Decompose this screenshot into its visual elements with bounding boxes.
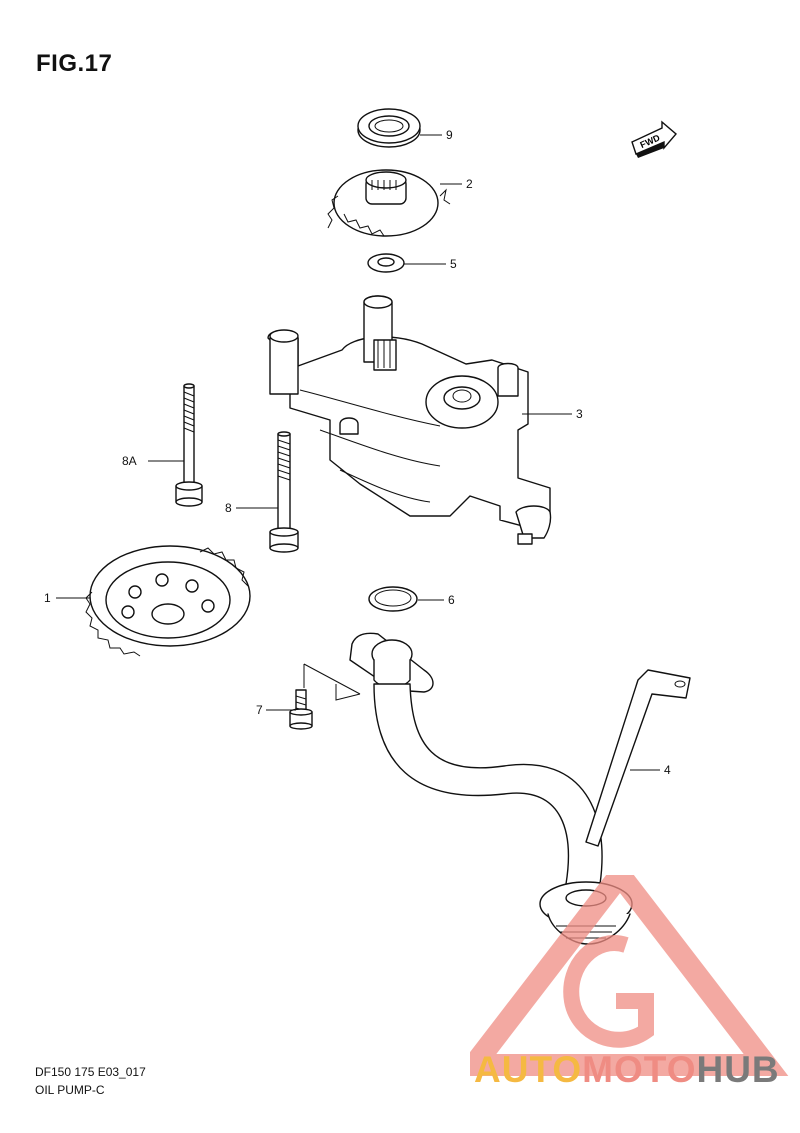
callout-9: 9 <box>446 128 453 142</box>
callout-8a: 8A <box>122 454 137 468</box>
figure-code: DF150 175 E03_017 <box>35 1065 146 1079</box>
callout-3: 3 <box>576 407 583 421</box>
figure-name: OIL PUMP-C <box>35 1083 105 1097</box>
part-2-drive-gear <box>327 169 451 237</box>
brand-part-hub: HUB <box>696 1049 780 1090</box>
callout-6: 6 <box>448 593 455 607</box>
callout-4: 4 <box>664 763 671 777</box>
part-7-bolt <box>289 663 361 730</box>
callout-2: 2 <box>466 177 473 191</box>
brand-part-auto: AUTO <box>474 1049 583 1090</box>
watermark-brand-text: AUTOMOTOHUB <box>474 1049 780 1091</box>
callout-1: 1 <box>44 591 51 605</box>
part-8a-bolt <box>175 383 203 507</box>
callout-5: 5 <box>450 257 457 271</box>
part-5-washer <box>367 253 405 273</box>
part-9-oil-seal <box>357 108 421 148</box>
callout-8: 8 <box>225 501 232 515</box>
brand-part-moto: MOTO <box>582 1049 697 1090</box>
part-8-bolt <box>269 431 299 553</box>
part-1-driven-gear <box>85 545 251 657</box>
watermark-logo <box>470 875 789 1076</box>
callout-7: 7 <box>256 703 263 717</box>
part-6-o-ring <box>368 586 418 612</box>
part-3-oil-pump-body <box>267 295 552 545</box>
figure-title: FIG.17 <box>36 50 113 77</box>
forward-direction-icon: FWD <box>631 120 677 158</box>
figure-footer: DF150 175 E03_017 OIL PUMP-C <box>35 1063 146 1099</box>
